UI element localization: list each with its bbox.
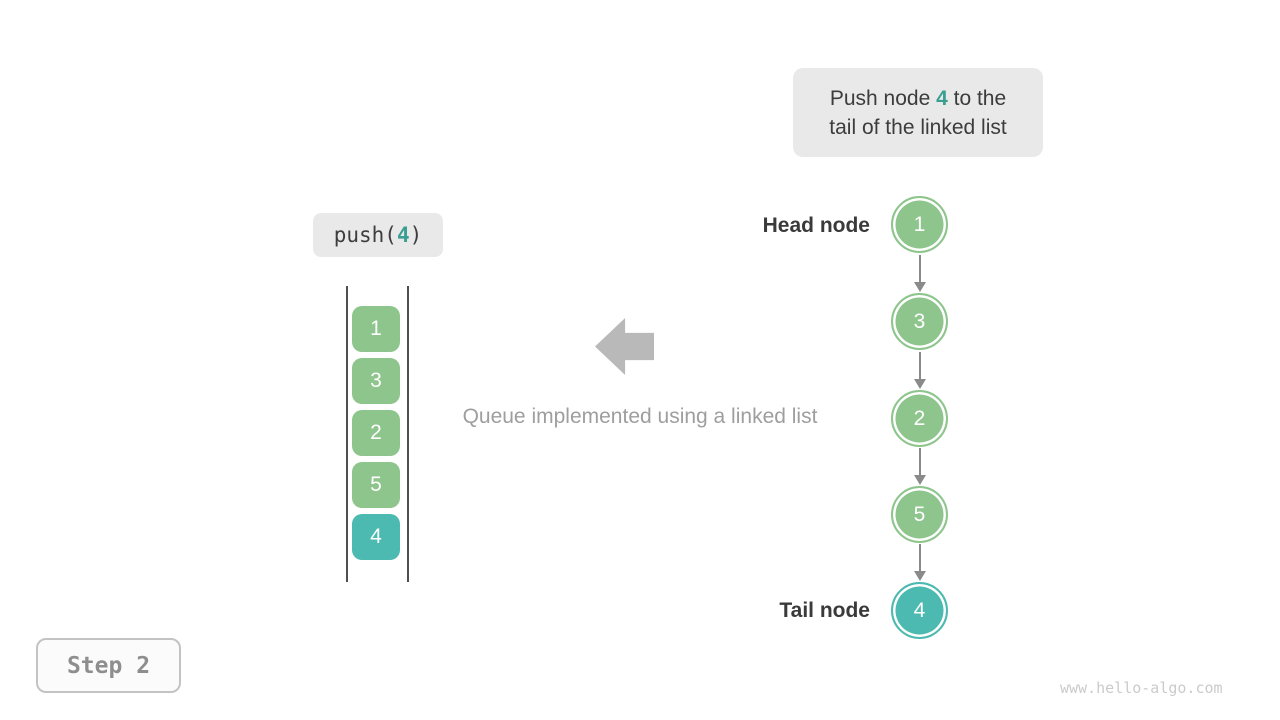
queue-item-value: 3: [370, 369, 382, 392]
caption: Queue implemented using a linked list: [462, 405, 818, 428]
list-node-new: 4: [891, 582, 948, 639]
list-node: 2: [891, 390, 948, 447]
node-value: 1: [913, 212, 926, 236]
push-call-arg: 4: [396, 223, 410, 247]
watermark: www.hello-algo.com: [1060, 679, 1223, 697]
list-node: 3: [891, 293, 948, 350]
arrow-down-icon: [914, 255, 926, 292]
queue-item: 5: [352, 462, 400, 508]
arrow-down-icon: [914, 352, 926, 389]
queue-item: 3: [352, 358, 400, 404]
node-value: 5: [913, 502, 926, 526]
push-call-prefix: push(: [333, 223, 397, 247]
list-node: 5: [891, 486, 948, 543]
queue-items: 1 3 2 5 4: [352, 306, 400, 560]
queue-item-value: 5: [370, 473, 382, 496]
arrow-down-icon: [914, 544, 926, 581]
queue-right-rail: [407, 286, 409, 582]
node-value: 4: [913, 598, 926, 622]
queue-item-value: 2: [370, 421, 382, 444]
tooltip-text: to the: [947, 86, 1007, 110]
push-call-suffix: ): [409, 223, 423, 247]
queue-item: 1: [352, 306, 400, 352]
tooltip-line-2: tail of the linked list: [829, 115, 1007, 139]
queue-item-value: 4: [370, 525, 382, 548]
queue-item: 2: [352, 410, 400, 456]
queue-item-value: 1: [370, 317, 382, 340]
tooltip-text: Push node: [829, 86, 937, 110]
queue-left-rail: [346, 286, 348, 582]
push-call-chip: push(4): [313, 213, 443, 257]
left-block-arrow-icon: [595, 318, 654, 375]
tooltip-line-1: Push node 4 to the: [830, 84, 1006, 113]
queue-item-new: 4: [352, 514, 400, 560]
head-node-label: Head node: [762, 214, 870, 237]
node-value: 2: [913, 406, 926, 430]
tail-node-label: Tail node: [779, 599, 870, 622]
node-value: 3: [913, 309, 926, 333]
step-badge: Step 2: [36, 638, 181, 693]
arrow-down-icon: [914, 448, 926, 485]
tooltip-value: 4: [936, 86, 948, 110]
tooltip-bubble: Push node 4 to the tail of the linked li…: [793, 68, 1043, 157]
list-node: 1: [891, 196, 948, 253]
